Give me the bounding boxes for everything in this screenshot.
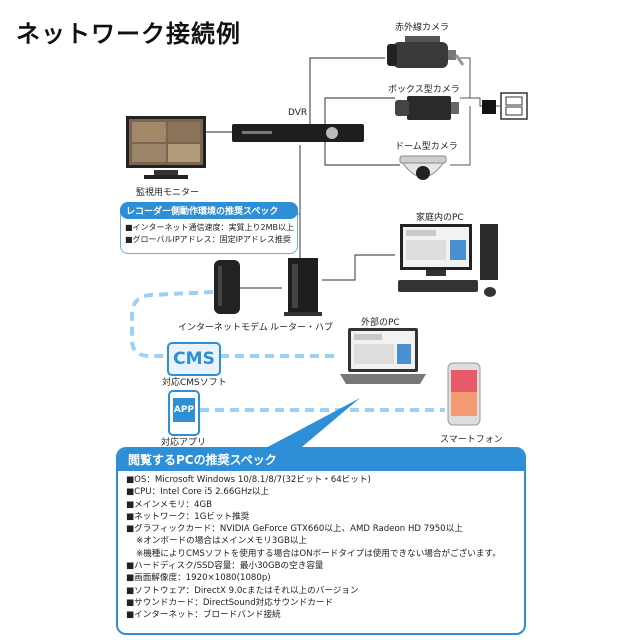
ir-camera-icon — [387, 36, 465, 68]
dvr-icon — [232, 124, 364, 142]
pc-spec-note: ※オンボードの場合はメインメモリ3GB以上 — [136, 536, 308, 547]
power-outlet-icon — [500, 92, 528, 120]
app-label: 対応アプリ — [161, 438, 207, 448]
wire-dvr-ir-camera — [309, 57, 385, 125]
cms-software-label: 対応CMSソフト — [162, 378, 227, 388]
router-label: ルーター・ハブ — [270, 323, 334, 333]
external-pc-icon — [340, 328, 426, 384]
wire-router-homepc — [322, 254, 395, 281]
box-camera-label: ボックス型カメラ — [388, 85, 460, 95]
smartphone-icon — [447, 362, 481, 426]
external-pc-label: 外部のPC — [361, 318, 400, 328]
pc-spec-line: ■メインメモリ：4GB — [126, 499, 213, 510]
pc-spec-line: ■サウンドカード：DirectSound対応サウンドカード — [126, 597, 334, 608]
ir-camera-label: 赤外線カメラ — [395, 23, 450, 33]
pc-spec-line: ■ネットワーク：1Gビット推奨 — [126, 511, 250, 522]
wire-power-ir — [460, 57, 471, 98]
pc-spec-line: ■画面解像度：1920×1080(1080p) — [126, 573, 271, 584]
page-title: ネットワーク接続例 — [16, 20, 241, 48]
pc-spec-line: ■グラフィックカード：NVIDIA GeForce GTX660以上、AMD R… — [126, 524, 463, 535]
pc-spec-line: ■ハードディスク/SSD容量：最小30GBの空き容量 — [126, 561, 324, 572]
pc-spec-line: ■ソフトウェア：DirectX 9.0cまたはそれ以上のバージョン — [126, 585, 359, 596]
pc-spec-note: ※機種によりCMSソフトを使用する場合はONボードタイプは使用できない場合がござ… — [136, 548, 501, 559]
app-icon-text: APP — [173, 398, 195, 422]
modem-icon — [214, 260, 240, 314]
wire-dvr-dome-camera — [324, 140, 400, 166]
recorder-spec-line: ■インターネット通信速度：実質上り2MB以上 — [125, 223, 295, 232]
box-camera-icon — [395, 96, 459, 120]
pc-spec-line: ■OS：Microsoft Windows 10/8.1/8/7(32ビット・6… — [126, 475, 371, 485]
smartphone-label: スマートフォン — [440, 435, 503, 445]
monitor-icon — [126, 116, 206, 179]
dome-camera-icon — [399, 155, 447, 180]
spec-pointer — [262, 398, 360, 452]
modem-label: インターネットモデム — [178, 323, 268, 333]
recorder-spec-box: レコーダー側動作環境の推奨スペック ■インターネット通信速度：実質上り2MB以上… — [120, 202, 298, 254]
recorder-spec-heading: レコーダー側動作環境の推奨スペック — [120, 202, 298, 219]
wireless-modem-cms — [130, 290, 214, 358]
monitor-label: 監視用モニター — [136, 188, 200, 198]
cms-icon: CMS — [167, 342, 221, 376]
home-pc-icon — [398, 224, 498, 297]
home-pc-label: 家庭内のPC — [416, 213, 464, 223]
recorder-spec-line: ■グローバルIPアドレス：固定IPアドレス推奨 — [125, 235, 291, 244]
pc-spec-box: 閲覧するPCの推奨スペック ■OS：Microsoft Windows 10/8… — [116, 447, 526, 635]
pc-spec-list: ■OS：Microsoft Windows 10/8.1/8/7(32ビット・6… — [118, 471, 524, 625]
wire-power-dome — [450, 106, 471, 166]
app-icon: APP — [168, 390, 200, 436]
pc-spec-line: ■インターネット：ブロードバンド接続 — [126, 610, 281, 621]
power-adapter-icon — [482, 100, 496, 114]
pc-spec-heading: 閲覧するPCの推奨スペック — [118, 449, 524, 471]
wire-dvr-box-camera — [324, 97, 395, 125]
pc-spec-line: ■CPU：Intel Core i5 2.66GHz以上 — [126, 487, 270, 498]
dome-camera-label: ドーム型カメラ — [395, 142, 458, 152]
router-icon — [284, 258, 322, 316]
dvr-label: DVR — [288, 108, 308, 118]
